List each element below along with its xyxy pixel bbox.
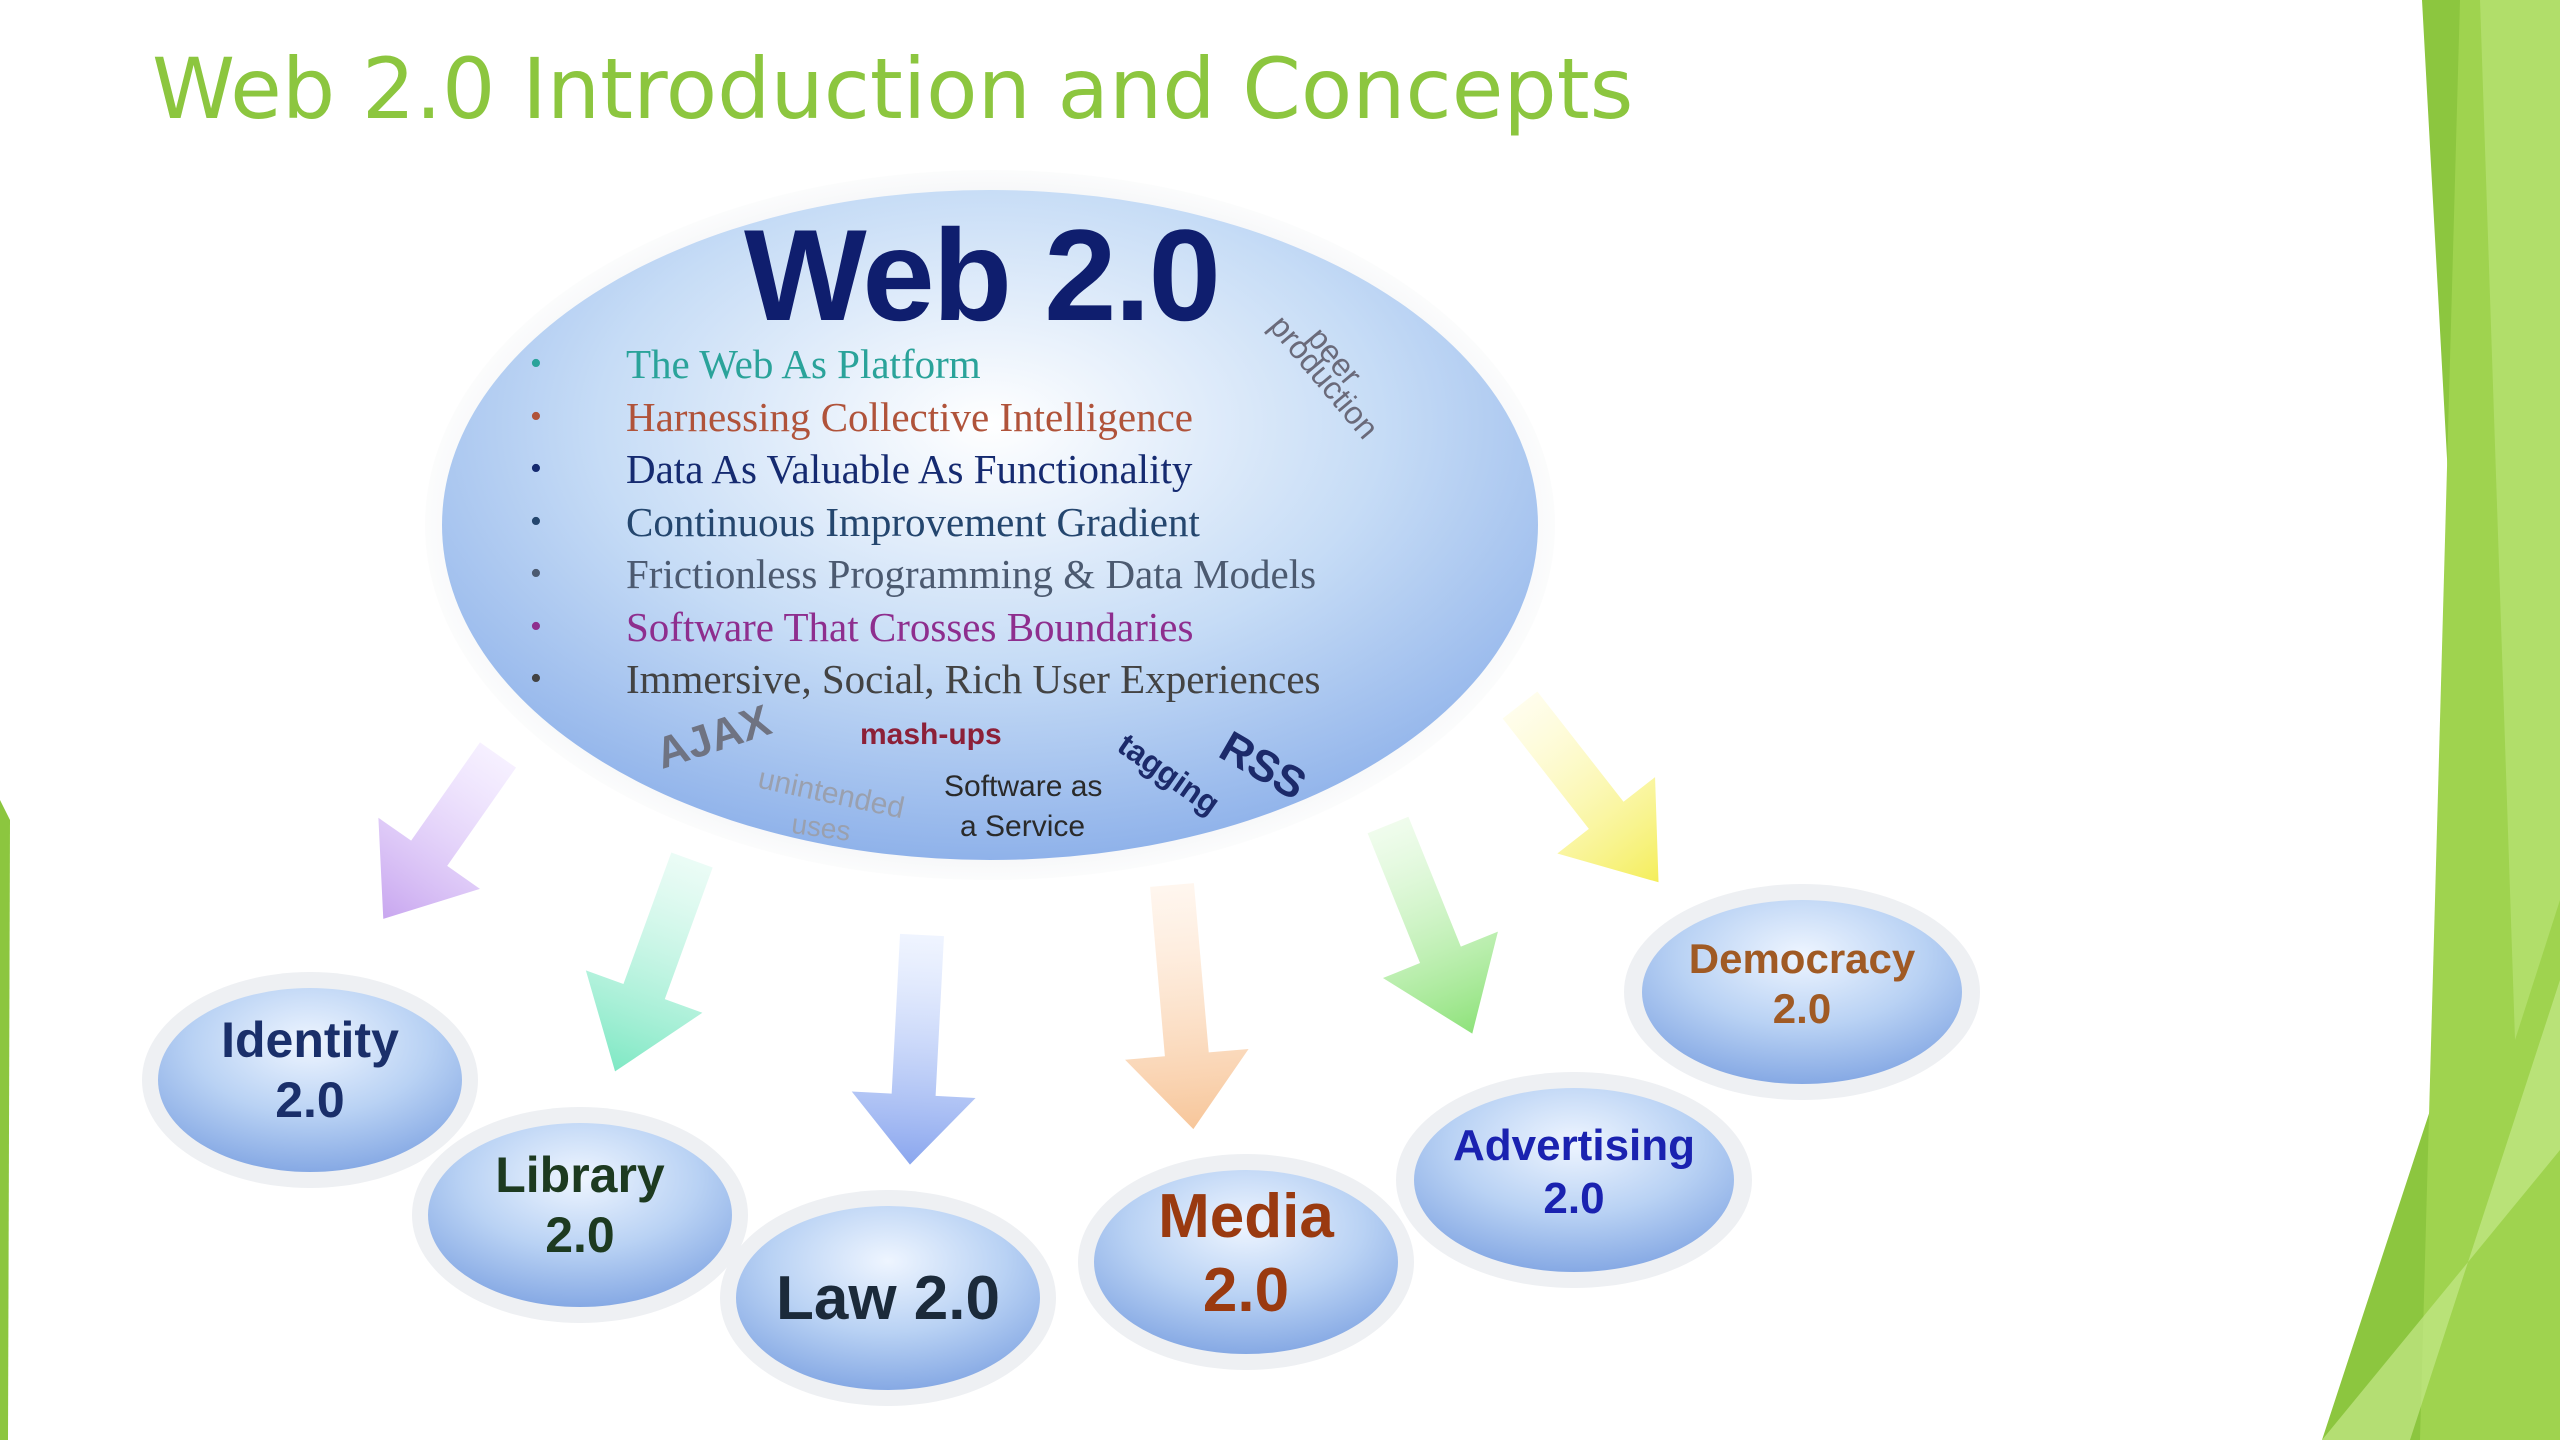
principle-item: • Continuous Improvement Gradient [520,496,1321,549]
tag-saas-line1: Software as [944,770,1103,803]
bullet-dot: • [530,345,542,382]
node-identity-line2: 2.0 [275,1072,345,1128]
node-identity-line1: Identity [221,1012,399,1068]
bullet-dot: • [530,502,542,540]
principle-text: Harnessing Collective Intelligence [626,393,1193,440]
arrow-advertising [1367,816,1498,1034]
tag-mashups: mash-ups [860,718,1002,751]
principle-item: • Immersive, Social, Rich User Experience… [520,653,1321,706]
principle-text: Frictionless Programming & Data Models [626,551,1317,597]
node-ellipses [142,884,1980,1406]
principles-list: • The Web As Platform • Harnessing Collecti… [520,338,1321,706]
bullet-dot: • [530,660,542,697]
arrow-library [585,852,713,1072]
tag-saas-line2: a Service [960,810,1086,843]
node-law: Law 2.0 [728,1262,1048,1336]
principle-item: • Data As Valuable As Functionality [520,443,1321,496]
node-advertising-line1: Advertising [1452,1121,1696,1170]
principle-item: • Frictionless Programming & Data Models [520,548,1321,601]
bullet-dot: • [530,397,542,435]
node-democracy: Democracy 2.0 [1642,934,1962,1035]
node-advertising: Advertising 2.0 [1414,1120,1734,1226]
bullet-dot: • [530,555,542,592]
arrow-media [1125,883,1249,1130]
central-ellipse [442,190,1538,860]
principle-item: • The Web As Platform [520,338,1321,391]
node-library-line1: Library [495,1147,665,1203]
node-media-line2: 2.0 [1202,1256,1290,1326]
node-media-line1: Media [1158,1182,1334,1251]
arrow-law [851,933,976,1165]
slide-title: Web 2.0 Introduction and Concepts [152,40,1634,138]
diagram-center-title: Web 2.0 [744,202,1221,348]
principle-text: Continuous Improvement Gradient [626,498,1200,545]
principle-text: Immersive, Social, Rich User Experiences [626,656,1321,702]
arrow-democracy [1502,691,1659,883]
node-democracy-line1: Democracy [1688,935,1916,982]
node-library: Library 2.0 [440,1145,720,1265]
node-media: Media 2.0 [1106,1180,1386,1329]
principle-text: The Web As Platform [626,341,981,387]
node-identity: Identity 2.0 [170,1010,450,1130]
bullet-dot: • [530,450,542,487]
node-library-line2: 2.0 [545,1207,615,1263]
node-democracy-line2: 2.0 [1772,985,1832,1033]
principle-text: Data As Valuable As Functionality [626,446,1193,492]
node-advertising-line2: 2.0 [1543,1173,1605,1223]
bullet-dot: • [530,607,542,645]
principle-item: • Harnessing Collective Intelligence [520,391,1321,444]
arrow-identity [378,742,517,919]
node-law-line1: Law 2.0 [776,1264,1000,1333]
principle-text: Software That Crosses Boundaries [626,603,1194,650]
principle-item: • Software That Crosses Boundaries [520,601,1321,654]
